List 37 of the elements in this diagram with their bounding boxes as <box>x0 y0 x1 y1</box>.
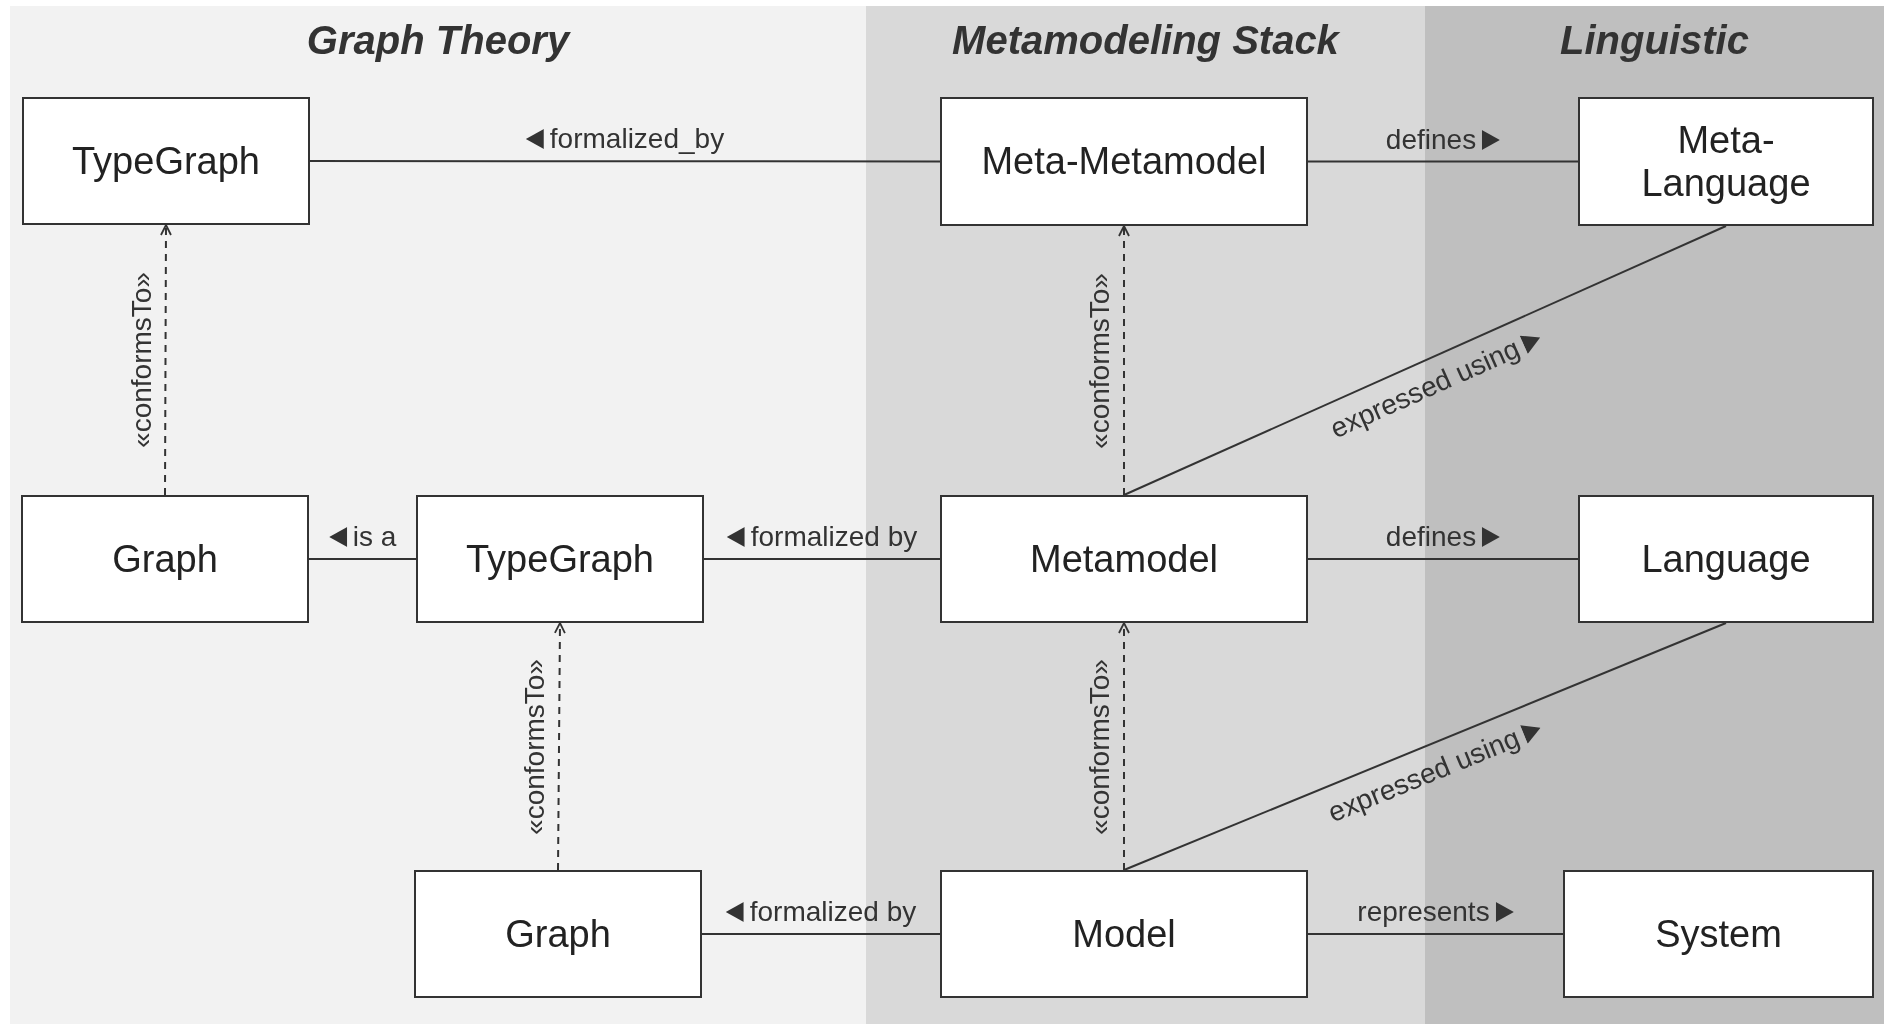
connector-line <box>309 160 941 163</box>
concept-box: TypeGraph <box>22 97 310 225</box>
connector-line <box>703 558 941 560</box>
dashed-arrow <box>160 224 172 496</box>
concept-box: Graph <box>414 870 702 998</box>
concept-box: Language <box>1578 495 1874 623</box>
connector-line <box>1123 622 1727 871</box>
edge-label: «conformsTo» <box>125 272 158 448</box>
connector-line <box>1307 558 1579 560</box>
connector-line <box>308 558 417 560</box>
column-heading: Linguistic <box>1560 18 1749 63</box>
dashed-arrow <box>1118 225 1130 496</box>
edge-label: «conformsTo» <box>1084 272 1116 449</box>
connector-line <box>1123 225 1727 496</box>
edge-label: «conformsTo» <box>1084 658 1116 835</box>
concept-box: Meta-Metamodel <box>940 97 1308 226</box>
concept-box: Model <box>940 870 1308 998</box>
concept-box: System <box>1563 870 1874 998</box>
edge-label: formalized_by <box>549 123 725 156</box>
dashed-arrow <box>554 622 566 871</box>
edge-label: represents <box>1357 896 1490 928</box>
edge-label: is a <box>352 521 397 553</box>
edge-label: formalized by <box>749 896 917 928</box>
concept-box: Graph <box>21 495 309 623</box>
column-heading: Metamodeling Stack <box>952 18 1339 63</box>
edge-label: formalized by <box>750 521 918 553</box>
edge-label: defines <box>1385 123 1477 156</box>
edge-label: defines <box>1385 521 1477 553</box>
column-heading: Graph Theory <box>306 18 570 63</box>
connector-line <box>701 933 941 935</box>
connector-line <box>1307 933 1564 935</box>
concept-box: Meta-Language <box>1578 97 1874 226</box>
concept-box: TypeGraph <box>416 495 704 623</box>
connector-line <box>1307 160 1579 163</box>
concept-box: Metamodel <box>940 495 1308 623</box>
dashed-arrow <box>1118 622 1130 871</box>
edge-label: «conformsTo» <box>519 658 551 835</box>
